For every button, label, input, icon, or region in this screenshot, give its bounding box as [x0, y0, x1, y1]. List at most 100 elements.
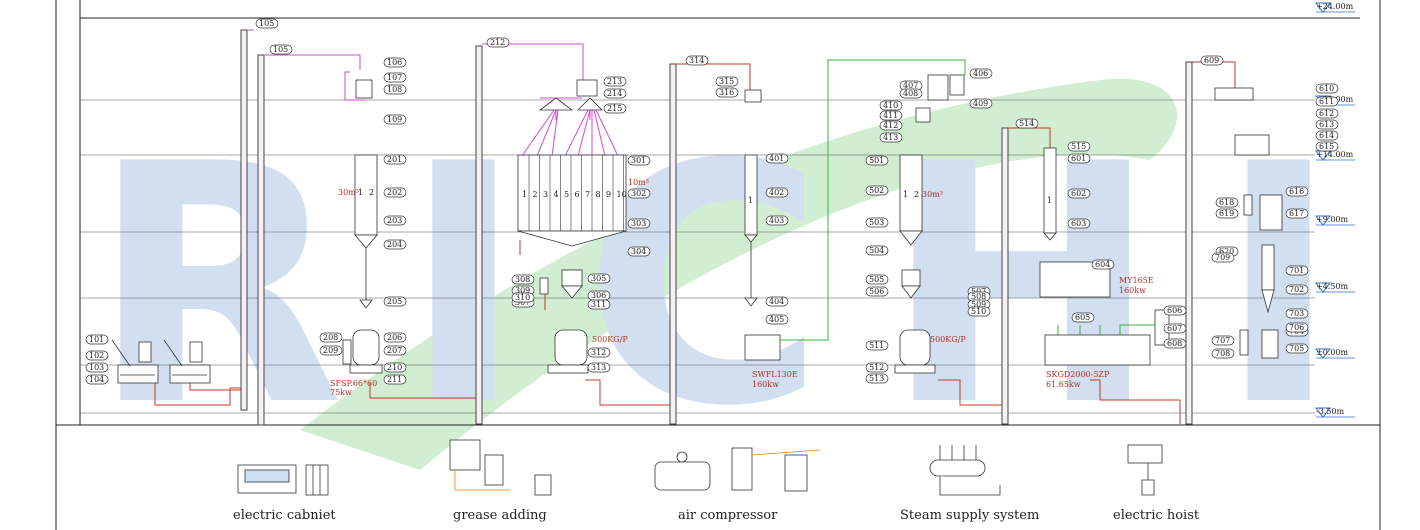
tag-bubble: 506	[865, 286, 889, 297]
tag-number: 204	[387, 240, 402, 249]
tag-number: 503	[869, 218, 884, 227]
tag-bubble: 617	[1285, 208, 1309, 219]
tag-bubble: 616	[1285, 186, 1309, 197]
tag-bubble: 604	[1091, 259, 1115, 270]
tag-bubble: 504	[865, 245, 889, 256]
tag-outline	[85, 334, 109, 345]
tag-outline	[865, 286, 889, 297]
tag-outline	[1315, 141, 1339, 152]
tag-outline	[1163, 338, 1187, 349]
bin-b-number: 2	[533, 190, 538, 199]
elevation-triangle-icon	[1314, 348, 1332, 359]
tag-number: 210	[387, 363, 402, 372]
tag-bubble: 205	[383, 296, 407, 307]
tag-number: 709	[1215, 253, 1230, 262]
note-skgd: SKGD2000-5ZP	[1046, 370, 1110, 379]
tag-number: 209	[323, 346, 338, 355]
elevation-label: ±0.00m	[1316, 348, 1349, 357]
tag-number: 104	[89, 375, 104, 384]
diagram-frame	[55, 0, 1381, 530]
tag-outline	[627, 188, 651, 199]
tag-bubble: 603	[1067, 218, 1091, 229]
tag-bubble: 515	[1067, 141, 1091, 152]
tag-number: 306	[591, 291, 606, 300]
tag-number: 705	[1289, 344, 1304, 353]
extruder-station	[744, 89, 781, 361]
bin-a-2: 2	[369, 188, 374, 197]
tag-number: 101	[89, 335, 104, 344]
tag-bubble: 618	[1215, 197, 1239, 208]
tag-bubble: 405	[765, 314, 789, 325]
tag-number: 201	[387, 155, 402, 164]
auxiliary-label: electric hoist	[1113, 508, 1200, 523]
tag-number: 404	[769, 297, 784, 306]
tag-bubble: 101	[85, 334, 109, 345]
elevation-triangle-icon	[1314, 407, 1332, 418]
tag-number: 618	[1219, 198, 1234, 207]
bin-group-5	[894, 74, 965, 374]
watermark-swoosh	[300, 78, 1178, 471]
tag-bubble: 707	[1211, 335, 1235, 346]
tag-bubble: 508	[967, 291, 991, 302]
tag-number: 509	[971, 300, 986, 309]
tag-bubble: 215	[603, 103, 627, 114]
tag-outline	[1285, 186, 1309, 197]
tag-outline	[627, 155, 651, 166]
tag-bubble: 402	[765, 187, 789, 198]
tag-number: 616	[1289, 187, 1304, 196]
tag-number: 701	[1289, 266, 1304, 275]
tag-number: 706	[1289, 323, 1304, 332]
bucket-elevators	[240, 29, 1193, 426]
tag-bubble: 316	[715, 87, 739, 98]
tag-bubble: 406	[969, 68, 993, 79]
auxiliary-label: air compressor	[678, 508, 778, 523]
bin-b-number: 9	[606, 190, 611, 199]
tag-bubble: 202	[383, 187, 407, 198]
tag-bubble: 102	[85, 350, 109, 361]
tag-bubble: 501	[865, 155, 889, 166]
tag-outline	[1091, 259, 1115, 270]
tag-bubble: 607	[1163, 323, 1187, 334]
tag-outline	[967, 306, 991, 317]
tag-outline	[85, 350, 109, 361]
tag-bubble: 619	[1215, 208, 1239, 219]
tag-bubble: 104	[85, 374, 109, 385]
tag-outline	[865, 155, 889, 166]
elevation-triangle-icon	[1314, 215, 1332, 226]
tag-outline	[865, 274, 889, 285]
tag-outline	[865, 185, 889, 196]
tag-number: 307	[515, 298, 530, 307]
bin-b-number: 6	[575, 190, 580, 199]
tag-outline	[1215, 197, 1239, 208]
tag-number: 105	[259, 19, 274, 28]
tag-outline	[587, 347, 611, 358]
bin-c-1: 1	[903, 190, 908, 199]
bin-b-number: 5	[564, 190, 569, 199]
tag-bubble: 606	[1163, 305, 1187, 316]
bin-b-number: 7	[585, 190, 590, 199]
tag-number: 311	[591, 300, 606, 309]
tag-outline	[1163, 323, 1187, 334]
tag-outline	[715, 76, 739, 87]
tag-outline	[1315, 130, 1339, 141]
tag-number: 406	[973, 69, 988, 78]
tag-number: 412	[883, 121, 898, 130]
tag-number: 601	[1071, 154, 1086, 163]
bin-e-1: 1	[1047, 196, 1052, 205]
tag-outline	[1067, 218, 1091, 229]
tag-bubble: 512	[865, 362, 889, 373]
bin-b-number: 1	[522, 190, 527, 199]
tag-bubble: 214	[603, 88, 627, 99]
tag-bubble: 601	[1067, 153, 1091, 164]
tag-number: 207	[387, 346, 402, 355]
tag-outline	[486, 37, 510, 48]
tag-outline	[511, 292, 535, 303]
tag-outline	[383, 187, 407, 198]
tag-outline	[685, 55, 709, 66]
tag-outline	[587, 273, 611, 284]
tag-number: 607	[1167, 324, 1182, 333]
grease-adding-icon	[449, 439, 552, 496]
tag-outline	[969, 68, 993, 79]
tag-bubble: 312	[587, 347, 611, 358]
